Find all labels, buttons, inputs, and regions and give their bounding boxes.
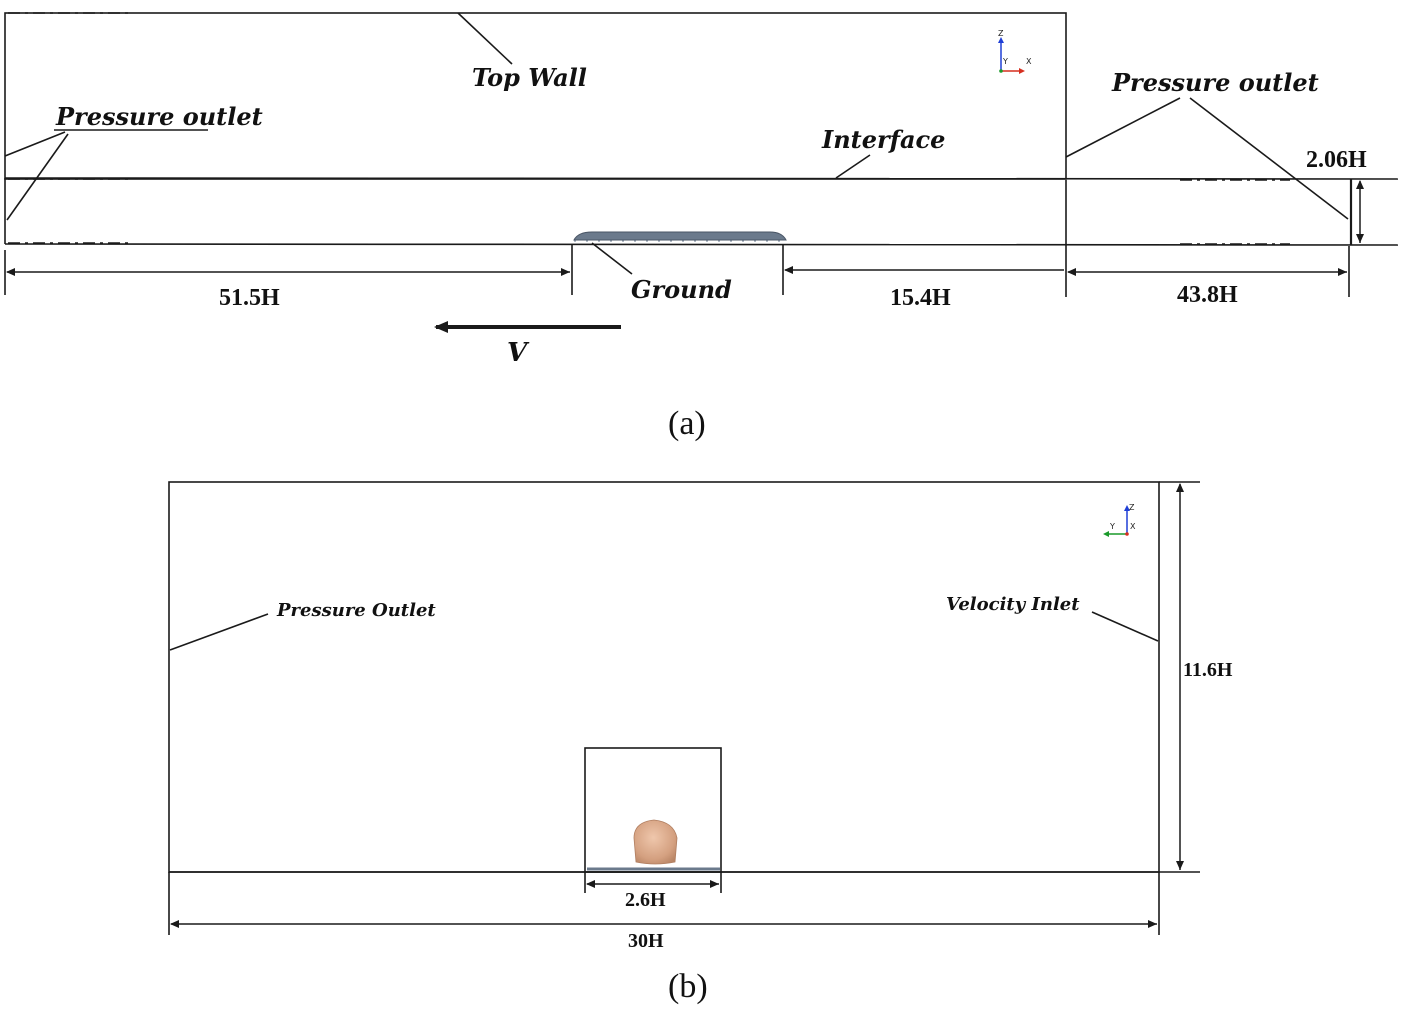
velocity-label: V: [507, 338, 530, 368]
pressure-outlet-left-leader-1: [4, 131, 66, 157]
ground-line: [4, 243, 1399, 246]
dim-mid-label: 15.4H: [890, 285, 951, 311]
axis-y-label-b: Y: [1109, 522, 1115, 531]
axis-x-label: X: [1026, 57, 1032, 66]
top-wall-leader: [457, 12, 513, 65]
pressure-outlet-left-leader-2: [6, 133, 69, 221]
outer-domain-box: [4, 12, 1067, 180]
ground-leader: [591, 242, 633, 275]
pressure-outlet-left-label: Pressure outlet: [55, 102, 263, 131]
dim-width-label: 30H: [628, 930, 664, 952]
axis-z-label-b: Z: [1129, 503, 1135, 512]
dim-height-b-label: 11.6H: [1183, 659, 1233, 681]
axis-x-label-b: X: [1130, 522, 1136, 531]
pressure-outlet-right-leader-2: [1189, 97, 1349, 220]
axis-triad-icon: Z Y X: [998, 29, 1032, 74]
inner-domain-box: [584, 747, 722, 873]
dim-inner-width-label: 2.6H: [625, 889, 666, 911]
axis-triad-icon: Z Y X: [1103, 503, 1136, 537]
caption-a: (a): [668, 405, 706, 442]
velocity-inlet-label: Velocity Inlet: [946, 594, 1080, 615]
top-wall-label: Top Wall: [472, 63, 587, 92]
dim-height-label: 2.06H: [1306, 147, 1367, 173]
pressure-outlet-right-label: Pressure outlet: [1111, 68, 1319, 97]
dim-downstream-label: 43.8H: [1177, 282, 1238, 308]
interface-label: Interface: [821, 125, 945, 154]
axis-y-label: Y: [1002, 57, 1008, 66]
velocity-inlet-leader: [1091, 611, 1159, 642]
dim-upstream-label: 51.5H: [219, 285, 280, 311]
pressure-outlet-right-leader-1: [1065, 97, 1181, 158]
ground-label: Ground: [631, 275, 732, 304]
body-shape: [633, 819, 678, 865]
panel-b: Z Y X Pressure Outlet Velocity Inlet 11.…: [168, 481, 1233, 1005]
caption-b: (b): [668, 968, 708, 1005]
interface-line: [4, 177, 1399, 180]
panel-a: Z Y X Top Wall Pressure outlet Pressure …: [4, 12, 1399, 442]
ground-plate: [573, 231, 787, 241]
axis-z-label: Z: [998, 29, 1004, 38]
pressure-outlet-b-label: Pressure Outlet: [276, 600, 436, 621]
pressure-outlet-b-leader: [169, 613, 269, 651]
interface-leader: [835, 154, 871, 179]
cross-section-box: [168, 481, 1160, 873]
